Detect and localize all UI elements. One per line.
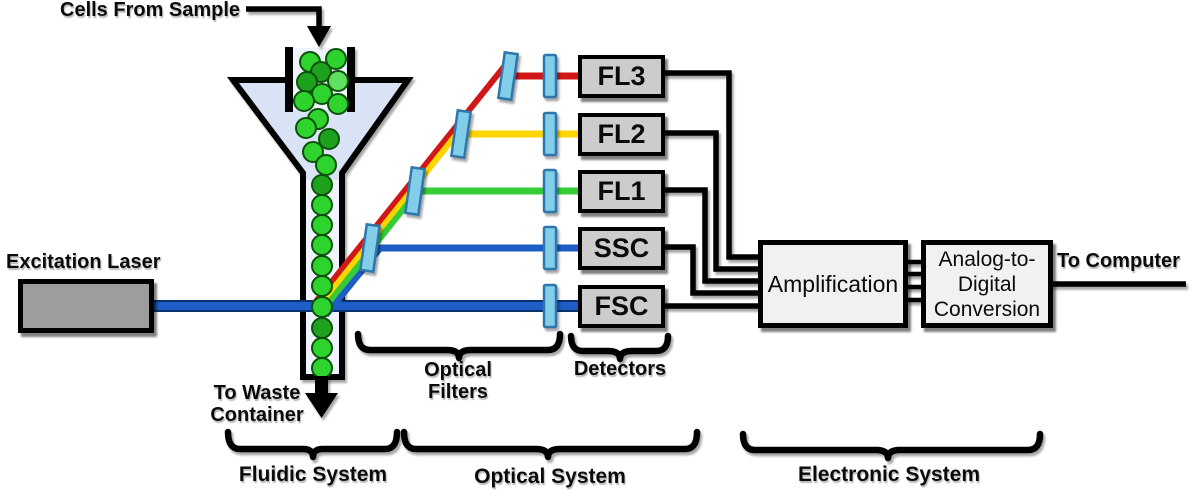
electronic-system-label: Electronic System	[797, 463, 981, 486]
cell	[325, 48, 347, 70]
optical-filters	[358, 50, 558, 329]
adc-label-line2: Digital	[957, 272, 1017, 296]
cell-at-interrogation-point	[311, 296, 333, 318]
ssc-wire	[663, 244, 760, 296]
cell	[311, 214, 333, 236]
sample-inlet-wall-left	[285, 47, 293, 112]
amplification-label: Amplification	[767, 270, 899, 297]
fl2-wire	[663, 130, 760, 272]
sample-cells	[293, 48, 349, 379]
adc-box: Analog-to- Digital Conversion	[921, 240, 1053, 328]
detectors-label: Detectors	[573, 358, 667, 380]
detector-label: FL3	[597, 61, 646, 91]
excitation-laser-label: Excitation Laser	[6, 251, 161, 273]
cell	[311, 357, 333, 379]
amp-to-adc-wires	[906, 259, 925, 303]
bandpass-filter	[542, 53, 558, 99]
to-computer-label: To Computer	[1057, 250, 1180, 272]
to-waste-line1: To Waste	[213, 382, 301, 404]
excitation-laser-box	[18, 279, 154, 333]
sample-arrow-head	[307, 26, 331, 47]
bandpass-filter	[542, 225, 558, 271]
fluidic-system-brace	[224, 428, 401, 461]
electronic-system-brace	[739, 430, 1044, 462]
detector-label: SSC	[593, 233, 650, 263]
cell	[311, 194, 333, 216]
dichroic-filter	[403, 165, 427, 217]
optical-system-label: Optical System	[474, 465, 626, 488]
fl3-wire	[663, 70, 760, 260]
cell	[318, 128, 340, 150]
sample-arrow-line	[246, 6, 322, 28]
cell	[311, 234, 333, 256]
fluidic-system-label: Fluidic System	[238, 463, 388, 486]
to-waste-container-label: To Waste Container	[198, 382, 316, 427]
optical-filters-label: Optical Filters	[403, 359, 513, 404]
cell	[302, 141, 324, 163]
detector-box-fsc: FSC	[578, 285, 665, 328]
dichroic-filter	[449, 108, 473, 160]
detector-box-fl1: FL1	[578, 170, 665, 213]
detectors-brace	[567, 332, 672, 363]
detector-box-fl2: FL2	[578, 113, 665, 156]
detector-box-ssc: SSC	[578, 227, 665, 270]
sample-inlet-wall-right	[347, 47, 355, 112]
optical-filters-brace	[354, 330, 564, 362]
dichroic-filter	[496, 50, 520, 102]
adc-label-line3: Conversion	[933, 297, 1041, 321]
cell	[293, 90, 315, 112]
group-braces	[224, 330, 1044, 462]
detector-label: FL1	[597, 176, 646, 206]
cell	[295, 117, 317, 139]
optical-filters-line1: Optical	[424, 359, 492, 381]
detector-signal-wires	[663, 70, 1186, 309]
dichroic-filter	[358, 222, 382, 274]
detector-box-fl3: FL3	[578, 55, 665, 98]
bandpass-filter	[542, 283, 558, 329]
to-waste-line2: Container	[210, 404, 304, 427]
cell	[311, 255, 333, 277]
waste-arrow-shaft	[315, 376, 328, 395]
amplification-box: Amplification	[758, 240, 908, 328]
cell	[315, 154, 337, 176]
flow-arrows	[246, 6, 338, 418]
cell	[311, 275, 333, 297]
cell	[327, 70, 349, 92]
adc-label-line1: Analog-to-	[938, 247, 1036, 271]
cells-from-sample-label: Cells From Sample	[60, 0, 241, 21]
fl1-wire	[663, 187, 760, 284]
optical-filters-line2: Filters	[427, 381, 489, 404]
cell	[311, 337, 333, 359]
waste-arrow-head	[305, 393, 338, 418]
bandpass-filter	[542, 168, 558, 214]
optical-system-brace	[400, 428, 701, 461]
cell	[311, 174, 333, 196]
cell	[311, 317, 333, 339]
cell	[327, 93, 349, 115]
detector-label: FSC	[594, 291, 649, 321]
bandpass-filter	[542, 111, 558, 157]
detector-label: FL2	[597, 119, 646, 149]
